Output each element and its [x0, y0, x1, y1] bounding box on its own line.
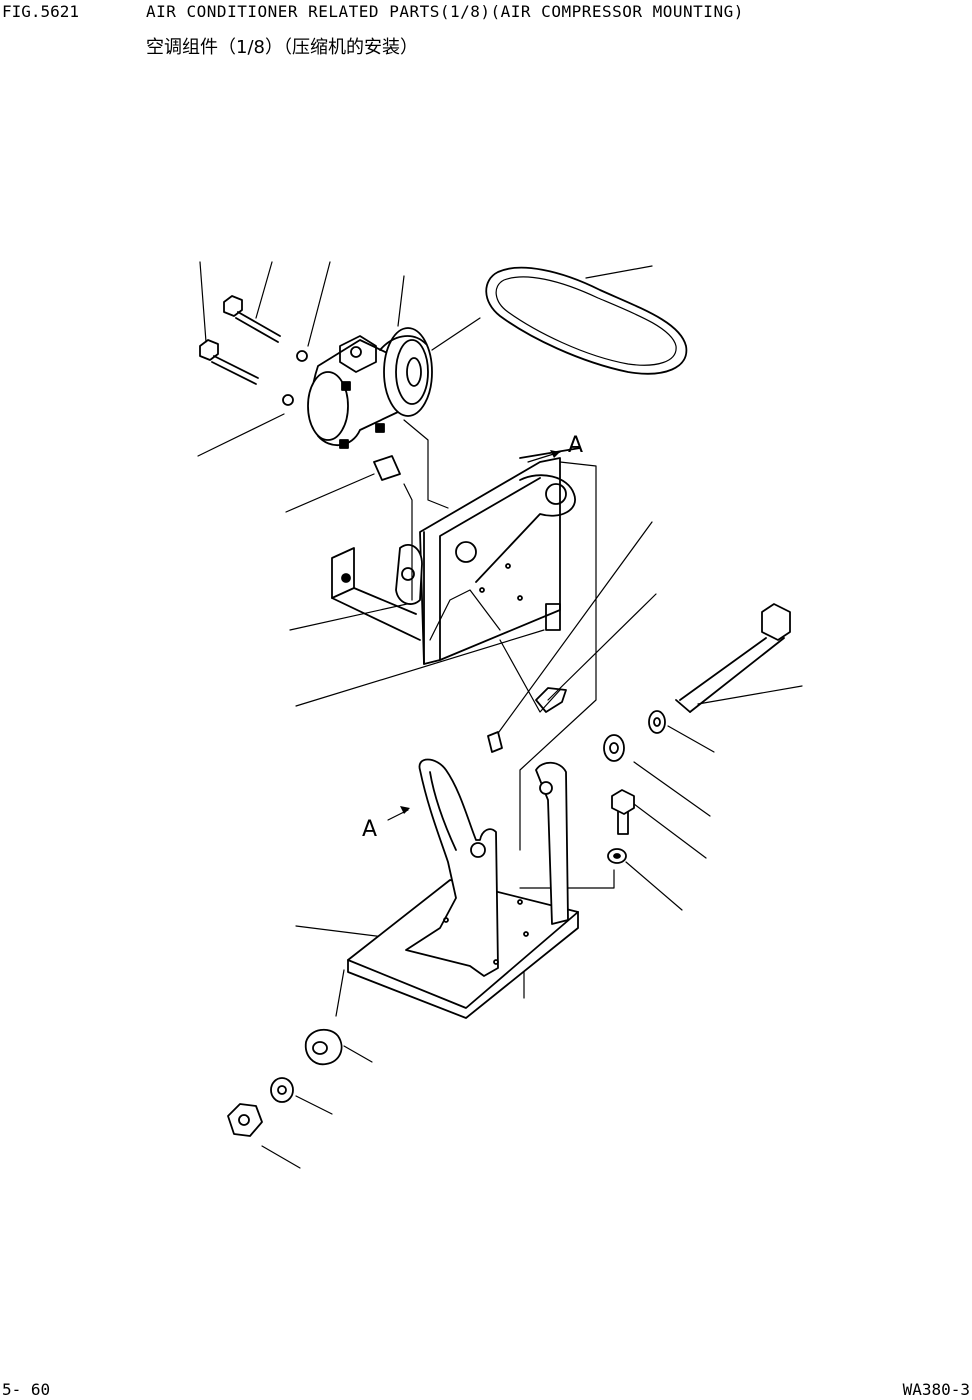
leader-line: [295, 925, 393, 939]
leader-line: [547, 593, 657, 701]
leader-line: [431, 317, 481, 351]
view-label-top: A: [568, 433, 583, 458]
air-compressor: [307, 327, 433, 449]
adjusting-bolt: [487, 687, 567, 753]
leader-line: [255, 261, 273, 319]
leader-line: [697, 685, 803, 705]
leader-line: [343, 1045, 373, 1063]
leader-line: [397, 275, 405, 327]
leader-line: [289, 601, 417, 631]
leader-line: [667, 725, 715, 753]
view-label-side: A: [362, 817, 377, 842]
tension-bolt: [603, 603, 791, 762]
upper-mounting-bracket: [331, 447, 581, 665]
leader-line: [199, 261, 207, 343]
compressor-bolts: [199, 295, 308, 406]
leader-line: [295, 629, 545, 707]
figure-title-chinese: 空调组件（1/8）（压缩机的安装）: [146, 37, 418, 58]
figure-title-english: AIR CONDITIONER RELATED PARTS(1/8)(AIR C…: [146, 2, 744, 21]
leader-line: [197, 413, 285, 457]
lower-mounting-bracket: [347, 758, 579, 1019]
leader-line: [495, 521, 653, 737]
alignment-center-lines: [335, 419, 615, 1017]
bottom-hardware: [227, 1028, 343, 1137]
leader-line: [585, 265, 653, 279]
leader-line: [633, 761, 711, 817]
small-bolt-and-washer: [607, 789, 635, 864]
leader-line: [307, 261, 331, 347]
leader-line: [295, 1095, 333, 1115]
figure-number: FIG.5621: [2, 2, 80, 21]
spacer-pin: [373, 455, 401, 481]
drive-belt: [485, 266, 688, 375]
machine-model-code: WA380-3: [902, 1380, 970, 1399]
leader-lines: [197, 261, 803, 1169]
leader-line: [625, 861, 683, 911]
view-a-arrows: A A: [362, 433, 583, 842]
leader-line: [261, 1145, 301, 1169]
leader-line: [285, 473, 375, 513]
page-number: 5- 60: [2, 1380, 51, 1399]
leader-line: [633, 803, 707, 859]
